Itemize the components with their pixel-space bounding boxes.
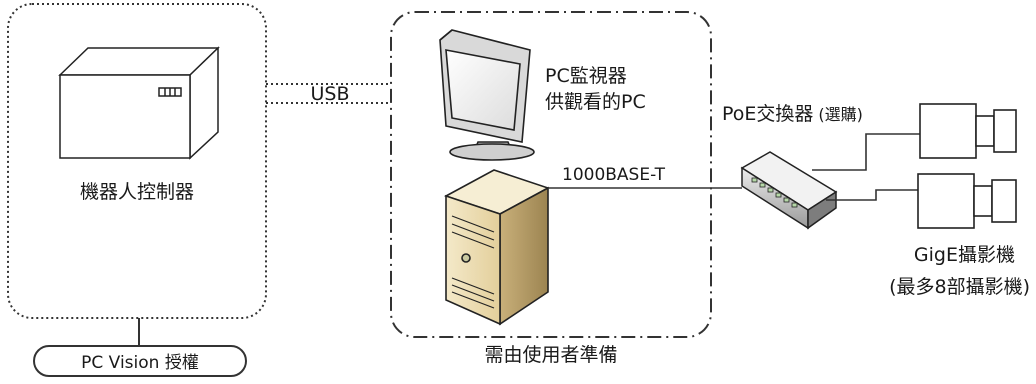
controller-icon: [58, 46, 220, 160]
poe-switch-icon: [740, 151, 838, 230]
gige-camera-icon: [919, 103, 1017, 159]
ethernet-label: 1000BASE-T: [562, 165, 666, 185]
camera-label-line2: (最多8部攝影機): [889, 276, 1030, 298]
camera-label-line1: GigE攝影機: [914, 244, 1015, 266]
poe-switch-label: PoE交換器(選購): [722, 103, 863, 125]
robot-controller-label: 機器人控制器: [80, 181, 194, 203]
license-pill: [33, 345, 247, 377]
robot-controller-area: [7, 3, 267, 319]
pc-tower-icon: [443, 169, 551, 326]
usb-connection: [266, 83, 391, 104]
usb-label: USB: [310, 83, 349, 105]
monitor-label-line2: 供觀看的PC: [545, 91, 646, 113]
camera-cables: [812, 133, 920, 201]
gige-camera-icon: [917, 173, 1017, 229]
user-prepared-area: [390, 11, 712, 338]
monitor-label-line1: PC監視器: [545, 65, 627, 87]
monitor-icon: [439, 29, 535, 161]
user-prepared-label: 需由使用者準備: [484, 344, 617, 366]
license-label: PC Vision 授權: [81, 353, 199, 373]
